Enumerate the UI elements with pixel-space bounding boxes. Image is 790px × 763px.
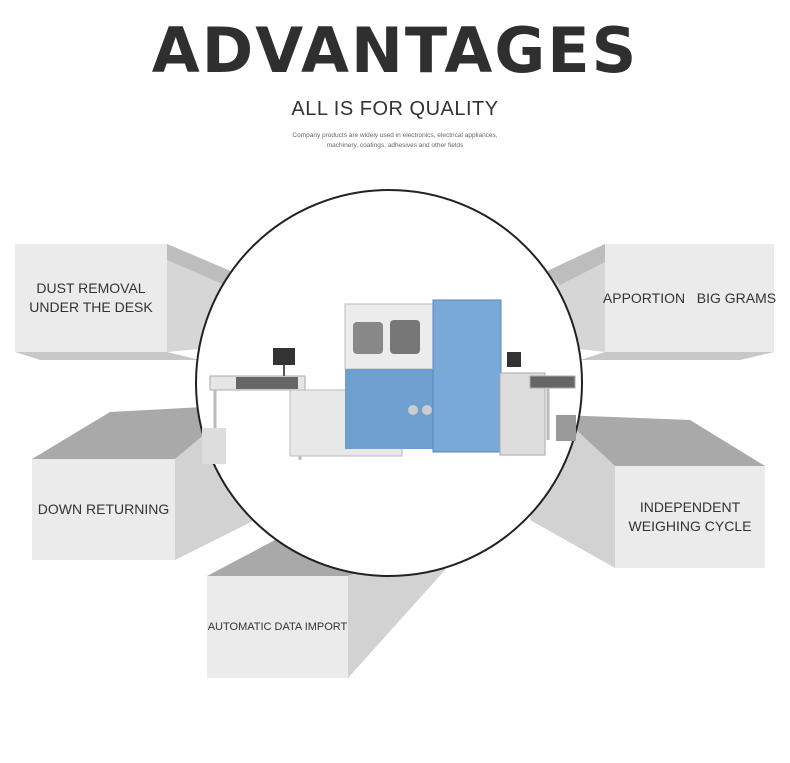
feature-box-3 xyxy=(32,405,255,560)
feature-apportion-big-grams: APPORTION BIG GRAMS xyxy=(602,244,777,352)
feature-dust-removal: DUST REMOVAL UNDER THE DESK xyxy=(15,244,167,352)
feature-label-line: DUST REMOVAL xyxy=(36,280,146,296)
description-line-1: Company products are widely used in elec… xyxy=(292,132,498,139)
feature-label-line: AUTOMATIC DATA IMPORT xyxy=(207,620,348,633)
feature-box-1 xyxy=(15,244,240,360)
description: Company products are widely used in elec… xyxy=(0,131,790,151)
page-title: ADVANTAGES xyxy=(151,14,639,87)
feature-label-line: APPORTION BIG GRAMS xyxy=(602,289,777,306)
feature-label-line: DOWN RETURNING xyxy=(37,501,170,517)
feature-label-line: INDEPENDENT xyxy=(639,499,741,515)
feature-independent-weighing-cycle: INDEPENDENT WEIGHING CYCLE xyxy=(615,466,765,568)
feature-automatic-data-import: AUTOMATIC DATA IMPORT xyxy=(207,576,348,678)
description-line-2: machinery, coatings, adhesives and other… xyxy=(326,142,464,149)
subtitle: ALL IS FOR QUALITY xyxy=(291,98,499,120)
feature-box-4 xyxy=(530,415,765,568)
feature-down-returning: DOWN RETURNING xyxy=(32,459,175,560)
feature-label-line: WEIGHING CYCLE xyxy=(628,518,752,534)
feature-label-line: UNDER THE DESK xyxy=(29,299,153,315)
machine-image xyxy=(202,299,576,464)
